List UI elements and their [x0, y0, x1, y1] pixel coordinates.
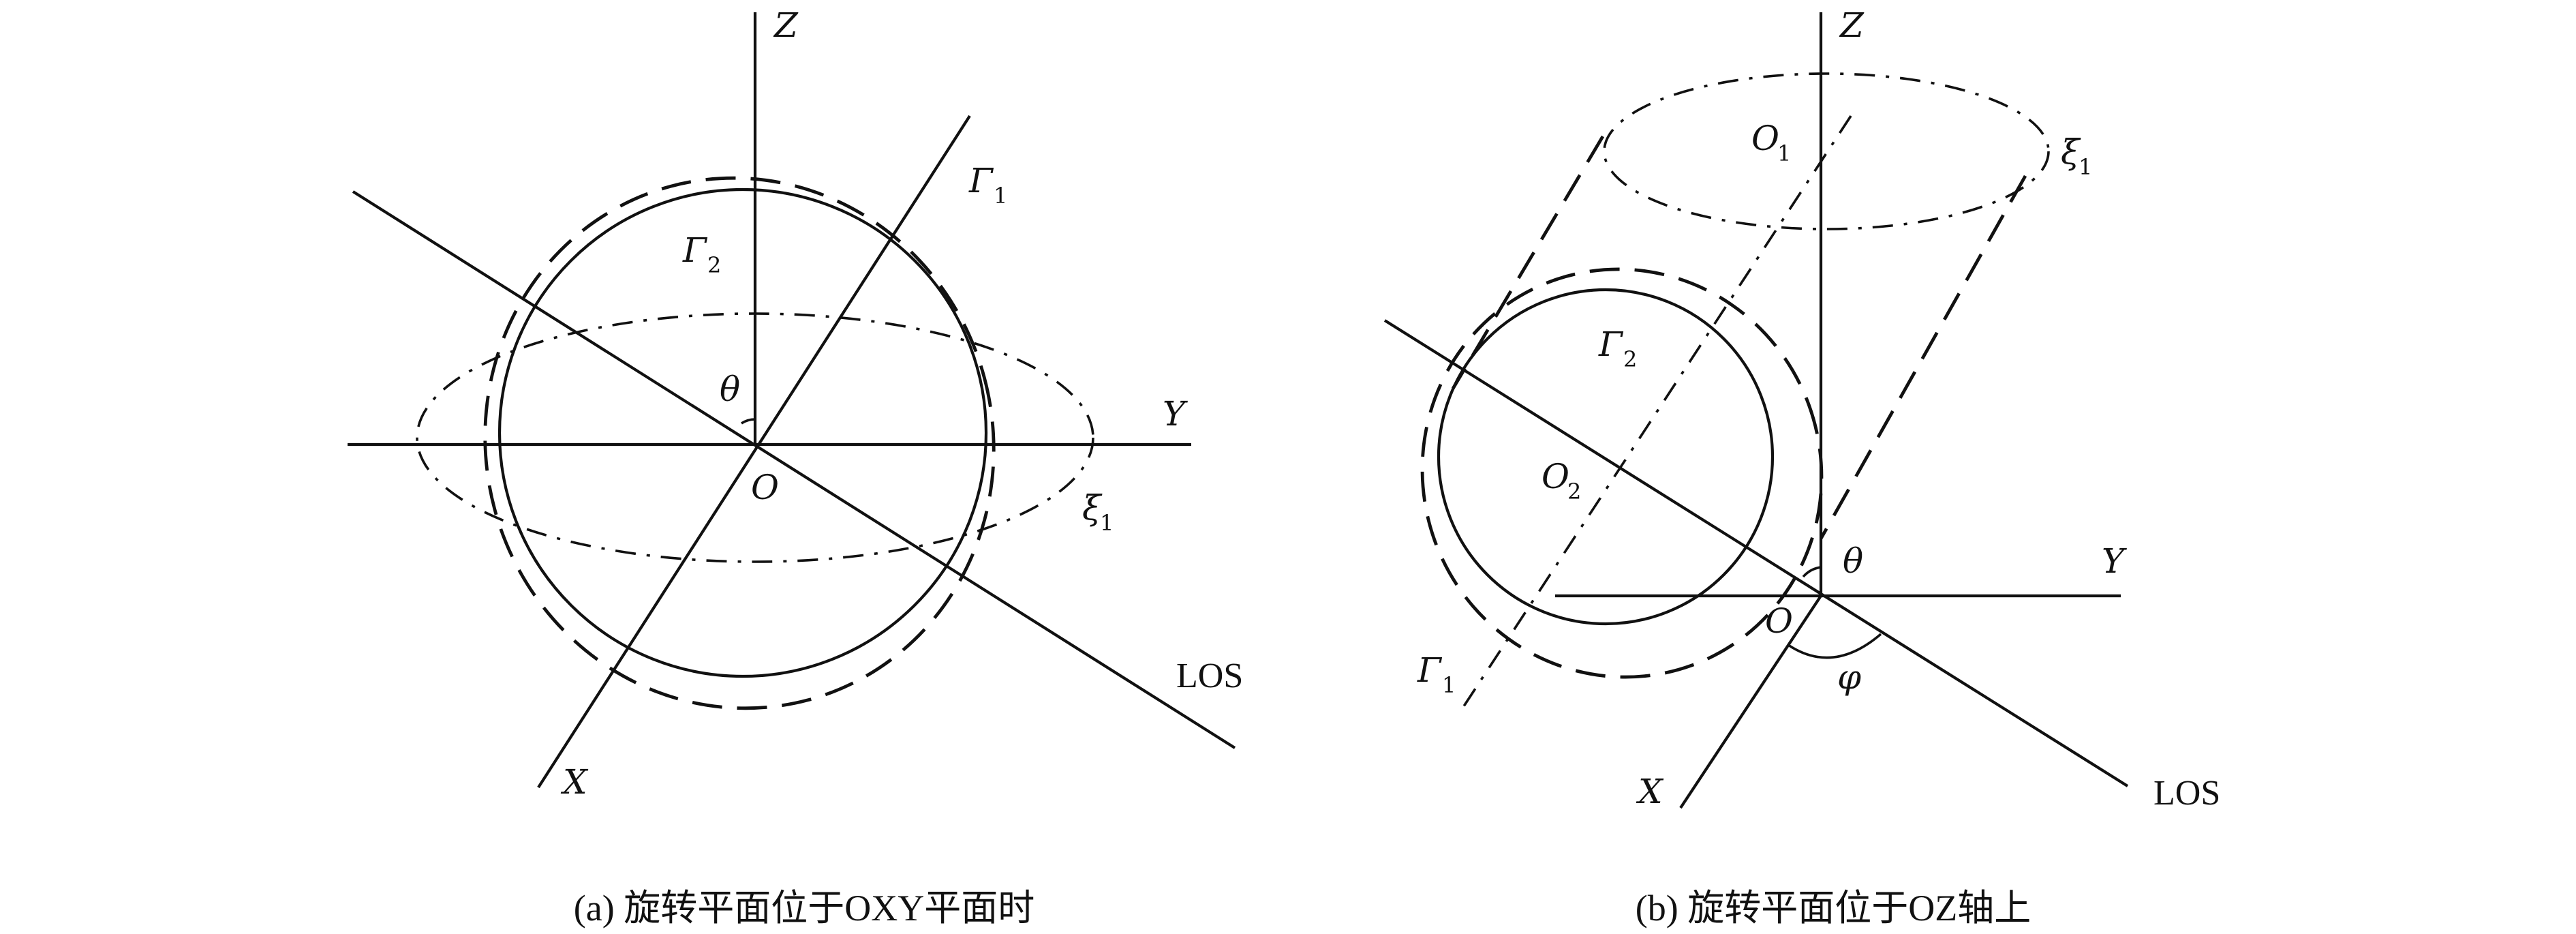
panel-a-xi1-subscript: 1	[1100, 510, 1114, 536]
panel-a-caption: (a) 旋转平面位于OXY平面时	[574, 888, 1034, 929]
panel-b-o1-label: O	[1751, 119, 1779, 158]
panel-b-x-label: X	[1636, 772, 1664, 811]
panel-a-xi1-label: ξ	[1082, 488, 1103, 528]
panel-b-origin-label: O	[1765, 601, 1793, 641]
panel-b-gamma1-dashed-circle	[1420, 267, 1824, 679]
panel-b-theta-label: θ	[1843, 541, 1863, 581]
panel-b-gamma1-subscript: 1	[1442, 672, 1456, 698]
panel-b-o1-subscript: 1	[1777, 140, 1791, 166]
panel-b-x-axis	[1679, 594, 1822, 809]
panel-a-theta-arc	[741, 418, 756, 425]
panel-b-y-label: Y	[2102, 541, 2127, 581]
panel-b-o2-label: O	[1542, 457, 1569, 496]
panel-b-o2-subscript: 2	[1567, 479, 1581, 504]
panel-b-xi1-subscript: 1	[2079, 154, 2092, 180]
panel-a-gamma2-label: Γ	[682, 230, 708, 270]
panel-b-z-label: Z	[1839, 5, 1865, 45]
panel-b-xi1-label: ξ	[2061, 132, 2081, 172]
panel-b-gamma2-circle	[1437, 288, 1775, 626]
panel-a-gamma1-dashed-circle	[483, 176, 996, 710]
panel-a-x-label: X	[560, 762, 589, 802]
panel-b-caption: (b) 旋转平面位于OZ轴上	[1636, 888, 2031, 929]
panel-a-los-line	[352, 190, 1236, 749]
panel-a-gamma1-subscript: 1	[994, 183, 1007, 209]
panel-b-cylinder-axis	[1458, 115, 1852, 713]
panel-b-gamma1-label: Γ	[1417, 650, 1443, 690]
panel-a-origin-label: O	[751, 468, 779, 507]
panel-b-los-label: LOS	[2153, 774, 2220, 813]
panel-a-los-label: LOS	[1176, 657, 1243, 695]
panel-a-xi1-ellipse	[416, 312, 1094, 563]
panel-b-los-line	[1383, 319, 2129, 787]
panel-b-gamma2-subscript: 2	[1623, 346, 1637, 372]
panel-a-gamma1-label: Γ	[968, 161, 994, 200]
panel-a-gamma2-subscript: 2	[707, 252, 721, 278]
panel-a-z-label: Z	[773, 5, 799, 45]
panel-b-cylinder-right-edge	[1819, 175, 2027, 540]
panel-b-phi-label: φ	[1837, 657, 1861, 697]
panel-b-xi1-ellipse	[1603, 72, 2050, 230]
panel-b-phi-arc	[1788, 633, 1882, 659]
panel-b: Z Y X O LOS θ φ O 1 O 2 Γ 2 Γ 1 ξ 1 (b) …	[1383, 5, 2220, 929]
panel-a-gamma2-circle	[497, 187, 988, 678]
panel-b-gamma2-label: Γ	[1598, 325, 1624, 364]
panel-a: Z Y X O LOS θ Γ 1 Γ 2 ξ 1 (a) 旋转平面位于OXY平…	[348, 5, 1243, 929]
panel-a-theta-label: θ	[720, 370, 740, 409]
panel-a-x-axis	[537, 115, 971, 789]
panel-b-theta-arc	[1802, 566, 1822, 578]
panel-b-cylinder-left-edge	[1451, 135, 1605, 390]
panel-a-y-label: Y	[1163, 394, 1188, 434]
